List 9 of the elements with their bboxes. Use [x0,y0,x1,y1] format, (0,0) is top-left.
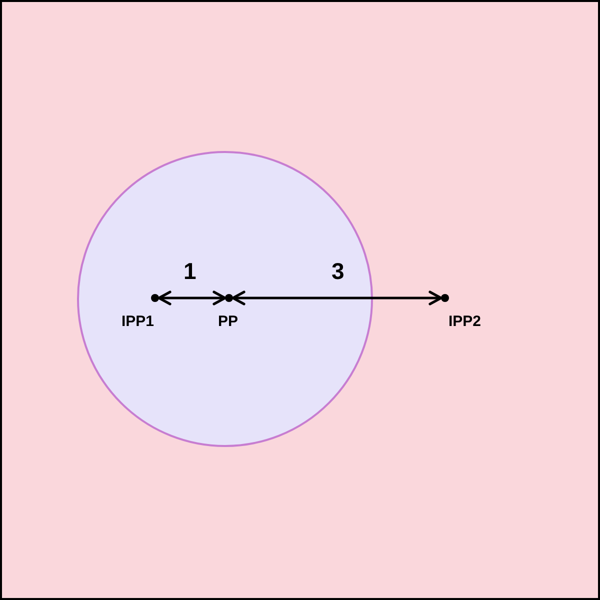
point-label: PP [218,313,238,331]
point-dot [441,294,449,302]
point-dot [151,294,159,302]
circle-region [77,151,373,447]
point-label: IPP2 [448,313,482,331]
double-arrow [232,290,442,306]
double-arrow [158,290,226,306]
point-label: IPP1 [122,313,154,331]
point-dot [225,294,233,302]
